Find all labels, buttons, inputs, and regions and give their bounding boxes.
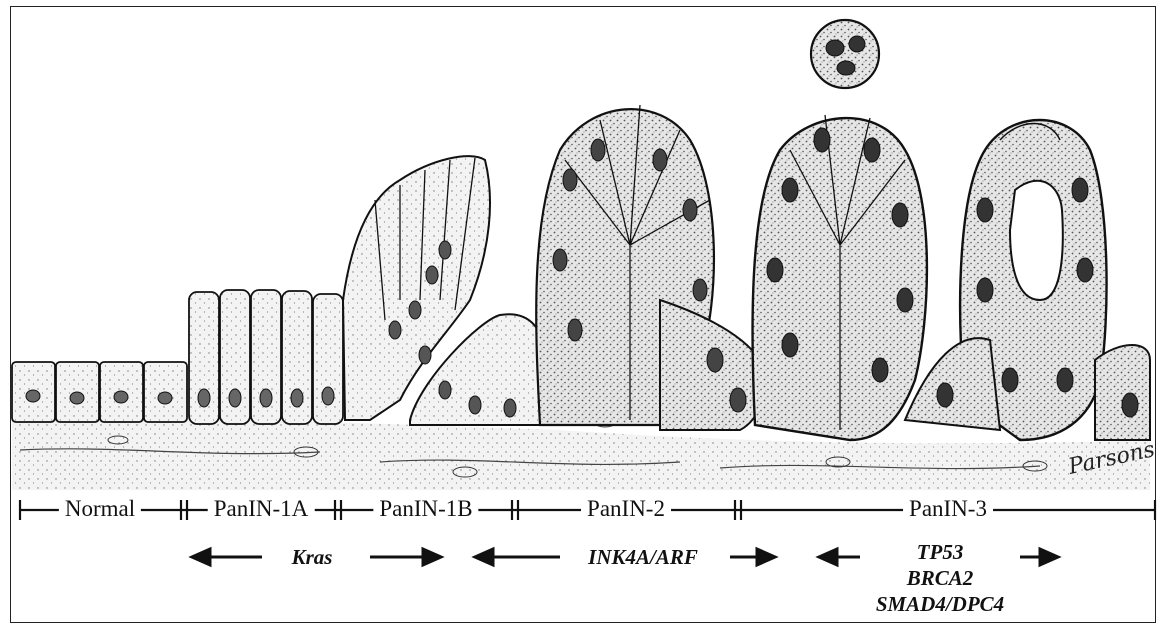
gene-label-brca2: BRCA2	[907, 566, 974, 591]
panin-3-epithelium	[753, 20, 1150, 440]
gene-label-smad4-dpc4: SMAD4/DPC4	[876, 592, 1004, 617]
gene-label-kras: Kras	[292, 545, 333, 570]
panin-1a-epithelium	[189, 290, 343, 424]
gene-label-tp53: TP53	[917, 540, 964, 565]
panin-1b-epithelium	[343, 156, 545, 425]
stage-label-panin-3: PanIN-3	[903, 494, 993, 524]
stage-label-panin-1b: PanIN-1B	[373, 494, 478, 524]
stroma	[12, 419, 1150, 490]
stage-label-panin-1a: PanIN-1A	[208, 494, 315, 524]
gene-label-ink4a-arf: INK4A/ARF	[588, 545, 698, 570]
stage-label-normal: Normal	[59, 494, 141, 524]
panin-2-epithelium	[536, 105, 764, 430]
normal-epithelium	[12, 362, 187, 422]
stage-label-panin-2: PanIN-2	[581, 494, 671, 524]
